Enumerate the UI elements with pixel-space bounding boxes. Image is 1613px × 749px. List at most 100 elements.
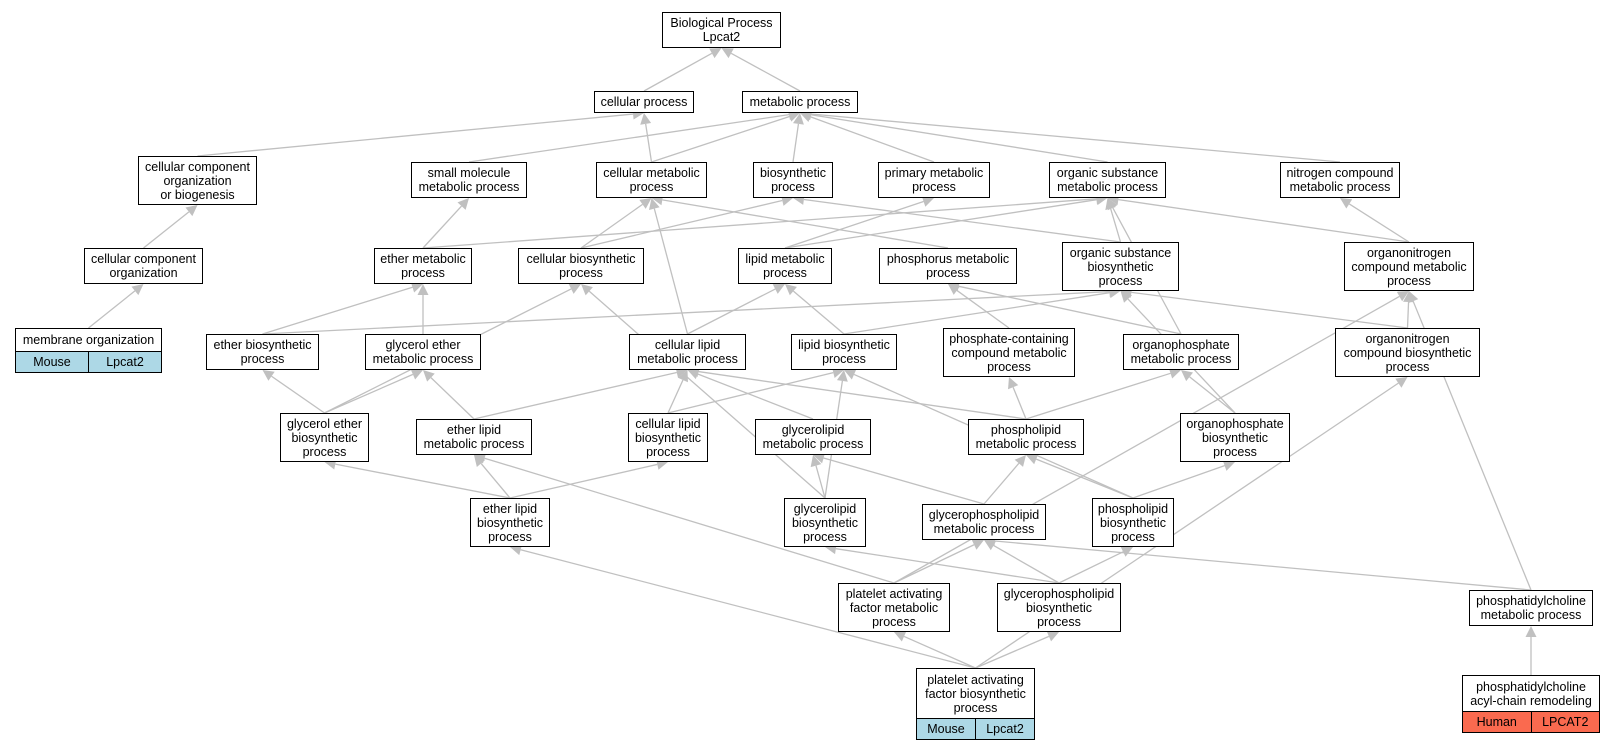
node-label: cellular metabolic process — [603, 166, 700, 194]
node-label: organonitrogen compound biosynthetic pro… — [1343, 331, 1472, 374]
edge-cc_organization-to-ccob — [143, 211, 190, 249]
node-glycerol-ether-biosynthetic-process[interactable]: glycerol ether biosynthetic process — [280, 413, 369, 462]
edge-paf_bp-to-glycerophospholipid_bp — [975, 635, 1050, 669]
edge-glycerolipid_bp-to-cellular_bp — [588, 290, 826, 499]
edge-arrowhead — [971, 539, 984, 550]
edge-cellular_mp-to-metabolic_process — [651, 115, 790, 163]
node-platelet-activating-factor-metabolic-process[interactable]: platelet activating factor metabolic pro… — [838, 583, 950, 632]
node-label: glycerolipid biosynthetic process — [791, 501, 858, 544]
node-organonitrogen-compound-biosynthetic-process[interactable]: organonitrogen compound biosynthetic pro… — [1335, 328, 1480, 377]
edge-arrowhead — [772, 284, 785, 294]
node-organic-substance-biosynthetic-process[interactable]: organic substance biosynthetic process — [1062, 242, 1179, 291]
edge-arrowhead — [721, 48, 734, 59]
edge-arrowhead — [810, 455, 822, 468]
node-metabolic-process[interactable]: metabolic process — [742, 91, 858, 113]
node-phosphatidylcholine-metabolic-process[interactable]: phosphatidylcholine metabolic process — [1469, 590, 1593, 626]
edge-arrowhead — [581, 284, 593, 296]
node-glycerolipid-metabolic-process[interactable]: glycerolipid metabolic process — [755, 419, 871, 455]
node-label: glycerophospholipid metabolic process — [928, 508, 1040, 536]
node-cellular-lipid-biosynthetic-process[interactable]: cellular lipid biosynthetic process — [628, 413, 708, 462]
edge-arrowhead — [474, 455, 486, 467]
node-glycerolipid-biosynthetic-process[interactable]: glycerolipid biosynthetic process — [784, 498, 866, 547]
edge-organic_substance_bp-to-organic_substance_mp — [1109, 208, 1122, 243]
edge-arrowhead — [894, 631, 907, 642]
node-glycerol-ether-metabolic-process[interactable]: glycerol ether metabolic process — [365, 334, 481, 370]
node-label: cellular component organization or bioge… — [145, 159, 250, 202]
edge-glycerophospholipid_bp-to-glycerophospholipid_mp — [993, 544, 1060, 584]
node-organonitrogen-compound-metabolic-process[interactable]: organonitrogen compound metabolic proces… — [1344, 242, 1474, 291]
edge-arrowhead — [785, 284, 797, 296]
node-organic-substance-metabolic-process[interactable]: organic substance metabolic process — [1049, 162, 1166, 198]
node-cellular-metabolic-process[interactable]: cellular metabolic process — [596, 162, 707, 198]
edge-organonitrogen_bp-to-organic_substance_bp — [1131, 291, 1408, 329]
edge-arrowhead — [510, 544, 523, 556]
node-label: glycerol ether biosynthetic process — [286, 416, 363, 459]
node-phospholipid-metabolic-process[interactable]: phospholipid metabolic process — [968, 419, 1084, 455]
node-small-molecule-metabolic-process[interactable]: small molecule metabolic process — [411, 162, 527, 198]
edge-glycerophospholipid_bp-to-phospholipid_bp — [1058, 551, 1124, 584]
edge-organonitrogen_bp-to-organonitrogen_mp — [1406, 301, 1410, 329]
edge-ether_lipid_bp-to-ether_lipid_mp — [480, 463, 511, 499]
node-biosynthetic-process[interactable]: biosynthetic process — [753, 162, 833, 198]
edge-phosphorus_mp-to-cellular_mp — [662, 199, 949, 249]
node-organophosphate-metabolic-process[interactable]: organophosphate metabolic process — [1123, 334, 1239, 370]
edge-arrowhead — [792, 113, 804, 125]
node-label: phosphorus metabolic process — [886, 252, 1010, 280]
gene-tag: Lpcat2 — [975, 719, 1034, 739]
node-glycerophospholipid-biosynthetic-process[interactable]: glycerophospholipid biosynthetic process — [997, 583, 1121, 632]
edge-lipid_bp-to-organic_substance_bp — [843, 292, 1110, 335]
edge-glycerophospholipid_mp-to-phospholipid_mp — [983, 462, 1020, 505]
edge-cellular_lipid_bp-to-lipid_bp — [667, 371, 834, 414]
edge-arrowhead — [1181, 370, 1194, 382]
edge-cellular_mp-to-cellular_process — [645, 123, 653, 163]
node-organophosphate-biosynthetic-process[interactable]: organophosphate biosynthetic process — [1180, 413, 1290, 462]
edge-arrowhead — [457, 198, 469, 210]
node-ether-lipid-biosynthetic-process[interactable]: ether lipid biosynthetic process — [470, 498, 550, 547]
node-phosphorus-metabolic-process[interactable]: phosphorus metabolic process — [879, 248, 1017, 284]
node-biological-process-root[interactable]: Biological Process Lpcat2 — [662, 12, 781, 48]
node-lipid-metabolic-process[interactable]: lipid metabolic process — [738, 248, 832, 284]
node-platelet-activating-factor-biosynthetic-process[interactable]: platelet activating factor biosynthetic … — [916, 668, 1035, 740]
edge-ether_lipid_bp-to-cellular_lipid_bp — [509, 463, 658, 499]
node-glycerophospholipid-metabolic-process[interactable]: glycerophospholipid metabolic process — [922, 504, 1046, 540]
edge-lipid_mp-to-primary_mp — [784, 200, 924, 249]
node-cellular-biosynthetic-process[interactable]: cellular biosynthetic process — [518, 248, 644, 284]
edge-arrowhead — [1026, 453, 1039, 465]
node-cellular-component-organization-or-biogenesis[interactable]: cellular component organization or bioge… — [138, 156, 257, 205]
species-tag: Human — [1463, 712, 1531, 732]
species-tag: Mouse — [917, 719, 975, 739]
node-cellular-component-organization[interactable]: cellular component organization — [84, 248, 203, 284]
node-phosphatidylcholine-acyl-chain-remodeling[interactable]: phosphatidylcholine acyl-chain remodelin… — [1462, 675, 1600, 733]
node-label: organonitrogen compound metabolic proces… — [1351, 245, 1467, 288]
node-phospholipid-biosynthetic-process[interactable]: phospholipid biosynthetic process — [1092, 498, 1174, 547]
edge-phosphate_cmp-to-phosphorus_mp — [956, 289, 1010, 329]
node-phosphate-containing-compound-metabolic-process[interactable]: phosphate-containing compound metabolic … — [943, 328, 1075, 377]
node-label: platelet activating factor biosynthetic … — [925, 672, 1026, 715]
node-ether-metabolic-process[interactable]: ether metabolic process — [374, 248, 472, 284]
edge-arrowhead — [709, 48, 722, 59]
node-label: glycerolipid metabolic process — [762, 423, 864, 451]
node-lipid-biosynthetic-process[interactable]: lipid biosynthetic process — [791, 334, 897, 370]
edge-cellular_process-to-root — [643, 52, 713, 92]
edge-arrowhead — [131, 284, 144, 296]
node-label: glycerol ether metabolic process — [372, 338, 474, 366]
edge-primary_mp-to-metabolic_process — [810, 116, 935, 163]
edge-arrowhead — [787, 111, 800, 122]
edge-arrowhead — [677, 370, 688, 383]
edge-arrowhead — [474, 452, 487, 464]
node-nitrogen-compound-metabolic-process[interactable]: nitrogen compound metabolic process — [1280, 162, 1400, 198]
node-ether-lipid-metabolic-process[interactable]: ether lipid metabolic process — [416, 419, 532, 455]
node-label: cellular biosynthetic process — [526, 252, 636, 280]
node-primary-metabolic-process[interactable]: primary metabolic process — [878, 162, 990, 198]
edge-arrowhead — [410, 369, 423, 380]
edge-organonitrogen_mp-to-organic_substance_mp — [1118, 198, 1410, 243]
node-cellular-process[interactable]: cellular process — [594, 91, 694, 113]
edge-arrowhead — [1168, 368, 1181, 379]
edge-ether_mp-to-small_molecule_mp — [422, 205, 463, 249]
node-cellular-lipid-metabolic-process[interactable]: cellular lipid metabolic process — [629, 334, 746, 370]
edge-arrowhead — [1340, 198, 1353, 209]
node-ether-biosynthetic-process[interactable]: ether biosynthetic process — [206, 334, 319, 370]
edge-lipid_bp-to-lipid_mp — [792, 290, 845, 335]
